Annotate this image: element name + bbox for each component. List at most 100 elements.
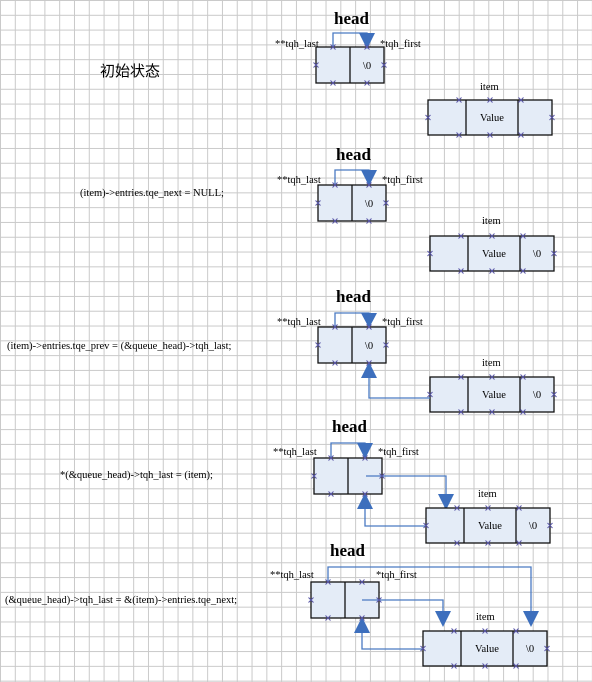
connection-point-marker	[520, 268, 526, 274]
step-4: head **tqh_last *tqh_first *(&queue_head…	[60, 417, 551, 544]
connection-point-marker	[366, 218, 372, 224]
connection-point-marker	[311, 473, 317, 479]
value-cell: Value	[482, 249, 506, 260]
connection-point-marker	[516, 505, 522, 511]
connection-point-marker	[454, 505, 460, 511]
step-1: head **tqh_last *tqh_first \0 item Value	[275, 9, 553, 136]
connection-point-marker	[456, 97, 462, 103]
connection-point-marker	[487, 97, 493, 103]
connection-point-marker	[420, 645, 426, 652]
connection-point-marker	[330, 80, 336, 86]
tqe-prev-arrow	[354, 617, 423, 650]
connection-point-marker	[458, 268, 464, 274]
tqh-first-label: *tqh_first	[382, 317, 423, 328]
tqh-first-to-item-arrow	[362, 599, 451, 627]
tqh-first-to-item-arrow	[366, 475, 454, 510]
next-null-cell: \0	[529, 521, 537, 532]
tqe-prev-arrow	[357, 493, 426, 527]
next-null-cell: \0	[533, 390, 541, 401]
connection-point-marker	[547, 522, 553, 529]
connection-point-marker	[549, 114, 555, 121]
tqh-last-self-arrow	[332, 32, 375, 49]
tqh-last-label: **tqh_last	[270, 570, 314, 581]
item-node: Value \0	[422, 630, 548, 667]
first-null-cell: \0	[365, 341, 373, 352]
next-null-cell: \0	[533, 249, 541, 260]
tqh-last-label: **tqh_last	[277, 175, 321, 186]
tqh-last-self-arrow	[330, 442, 373, 459]
connection-point-marker	[456, 132, 462, 138]
connection-point-marker	[489, 233, 495, 239]
connection-point-marker	[366, 360, 372, 366]
head-label: head	[330, 541, 366, 560]
connection-point-marker	[359, 615, 365, 621]
tqh-last-label: **tqh_last	[273, 447, 317, 458]
head-node: \0	[317, 326, 387, 364]
connection-point-marker	[513, 663, 519, 669]
connection-point-marker	[313, 62, 319, 68]
item-node: Value \0	[429, 235, 555, 272]
connection-point-marker	[328, 455, 334, 461]
head-label: head	[336, 145, 372, 164]
connection-point-marker	[482, 628, 488, 634]
head-label: head	[332, 417, 368, 436]
connection-point-marker	[458, 409, 464, 415]
step-2: head **tqh_last *tqh_first (item)->entri…	[80, 145, 555, 272]
value-cell: Value	[478, 521, 502, 532]
first-null-cell: \0	[365, 199, 373, 210]
connection-point-marker	[332, 182, 338, 188]
code-line: (item)->entries.tqe_prev = (&queue_head)…	[7, 341, 232, 352]
tqh-last-self-arrow	[334, 312, 377, 328]
connection-point-marker	[315, 342, 321, 348]
connection-markers	[308, 44, 557, 669]
connection-point-marker	[489, 374, 495, 380]
connection-point-marker	[423, 522, 429, 529]
next-null-cell: \0	[526, 644, 534, 655]
tqh-last-self-arrow	[334, 169, 377, 186]
item-label: item	[480, 82, 499, 93]
item-label: item	[482, 358, 501, 369]
connection-point-marker	[518, 97, 524, 103]
tqh-last-label: **tqh_last	[275, 39, 319, 50]
head-label: head	[336, 287, 372, 306]
step-3: head **tqh_last *tqh_first (item)->entri…	[7, 287, 555, 413]
connection-point-marker	[425, 114, 431, 121]
connection-point-marker	[520, 409, 526, 415]
connection-point-marker	[520, 374, 526, 380]
step-5: head **tqh_last *tqh_first (&queue_head)…	[5, 541, 548, 667]
item-label: item	[478, 489, 497, 500]
value-cell: Value	[480, 113, 504, 124]
connection-point-marker	[381, 62, 387, 68]
tqh-first-label: *tqh_first	[380, 39, 421, 50]
connection-point-marker	[485, 540, 491, 546]
initial-state-title: 初始状态	[100, 62, 160, 80]
head-label: head	[334, 9, 370, 28]
connection-point-marker	[366, 324, 372, 330]
item-node: Value \0	[425, 507, 551, 544]
code-line: (item)->entries.tqe_next = NULL;	[80, 188, 224, 199]
connection-point-marker	[308, 597, 314, 603]
connection-point-marker	[376, 597, 382, 603]
item-node: Value \0	[429, 376, 555, 413]
connection-point-marker	[487, 132, 493, 138]
value-cell: Value	[482, 390, 506, 401]
connection-point-marker	[451, 663, 457, 669]
item-label: item	[482, 216, 501, 227]
connection-point-marker	[379, 473, 385, 479]
connection-point-marker	[315, 200, 321, 206]
connection-point-marker	[458, 374, 464, 380]
connection-point-marker	[518, 132, 524, 138]
connection-point-marker	[325, 579, 331, 585]
connection-point-marker	[427, 250, 433, 257]
connection-point-marker	[383, 200, 389, 206]
code-line: (&queue_head)->tqh_last = &(item)->entri…	[5, 595, 237, 606]
connection-point-marker	[454, 540, 460, 546]
connection-point-marker	[427, 391, 433, 398]
connection-point-marker	[330, 44, 336, 50]
connection-point-marker	[520, 233, 526, 239]
connection-point-marker	[364, 80, 370, 86]
connection-point-marker	[451, 628, 457, 634]
connection-point-marker	[482, 663, 488, 669]
first-null-cell: \0	[363, 61, 371, 72]
connection-point-marker	[362, 455, 368, 461]
